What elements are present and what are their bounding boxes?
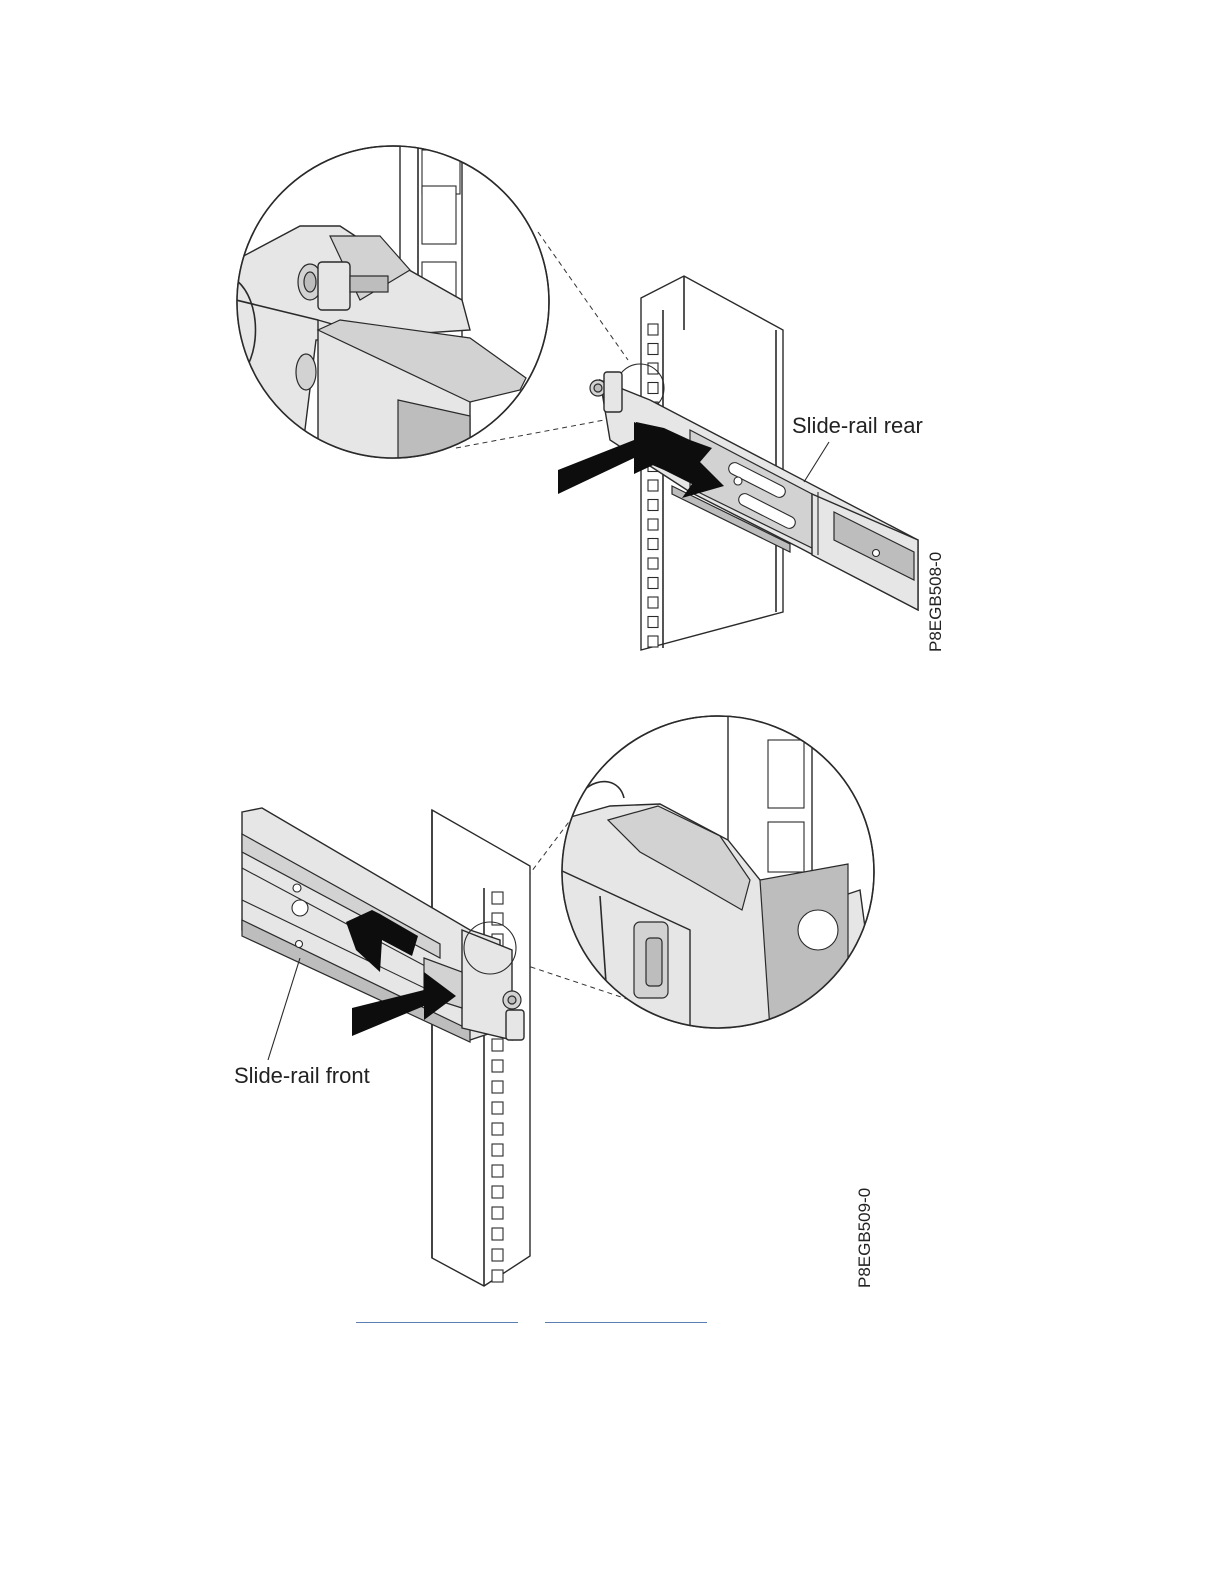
rack-hole xyxy=(492,1060,503,1072)
rack-hole xyxy=(492,1102,503,1114)
rack-hole xyxy=(648,344,658,355)
zoom-detail-rear xyxy=(236,140,549,470)
rack-hole xyxy=(648,558,658,569)
rack-post xyxy=(432,810,530,1286)
rack-hole xyxy=(492,1186,503,1198)
rack-hole xyxy=(492,1228,503,1240)
rack-hole xyxy=(648,617,658,628)
footer-link[interactable] xyxy=(545,1322,707,1323)
rack-hole xyxy=(492,1123,503,1135)
rack-hole xyxy=(492,1165,503,1177)
rack-hole xyxy=(492,1144,503,1156)
rack-hole xyxy=(648,480,658,491)
rack-post-holes xyxy=(648,324,658,647)
callout-leader xyxy=(268,958,300,1060)
rack-hole xyxy=(648,363,658,374)
rack-hole xyxy=(648,597,658,608)
rack-hole xyxy=(492,892,503,904)
zoom-detail-front xyxy=(560,700,880,1040)
callout-leader xyxy=(804,442,829,482)
rack-hole xyxy=(648,519,658,530)
rack-hole xyxy=(648,636,658,647)
callout-slide-rail-front: Slide-rail front xyxy=(234,1063,370,1088)
figure-front-rail: Slide-rail front P8EGB509-0 xyxy=(234,700,880,1288)
figure-id: P8EGB509-0 xyxy=(855,1188,874,1288)
figure-rear-rail: Slide-rail rear P8EGB508-0 xyxy=(236,140,945,652)
figure-id: P8EGB508-0 xyxy=(926,552,945,652)
rack-hole xyxy=(648,324,658,335)
zoom-leader-line xyxy=(538,232,628,360)
rack-hole xyxy=(492,1249,503,1261)
rack-hole xyxy=(648,578,658,589)
rack-hole xyxy=(492,1270,503,1282)
callout-slide-rail-rear: Slide-rail rear xyxy=(792,413,923,438)
rack-hole xyxy=(648,500,658,511)
rack-hole xyxy=(492,1081,503,1093)
footer-link[interactable] xyxy=(356,1322,518,1323)
rack-hole xyxy=(492,1039,503,1051)
rack-hole xyxy=(648,539,658,550)
rack-hole xyxy=(648,383,658,394)
rack-hole xyxy=(492,1207,503,1219)
